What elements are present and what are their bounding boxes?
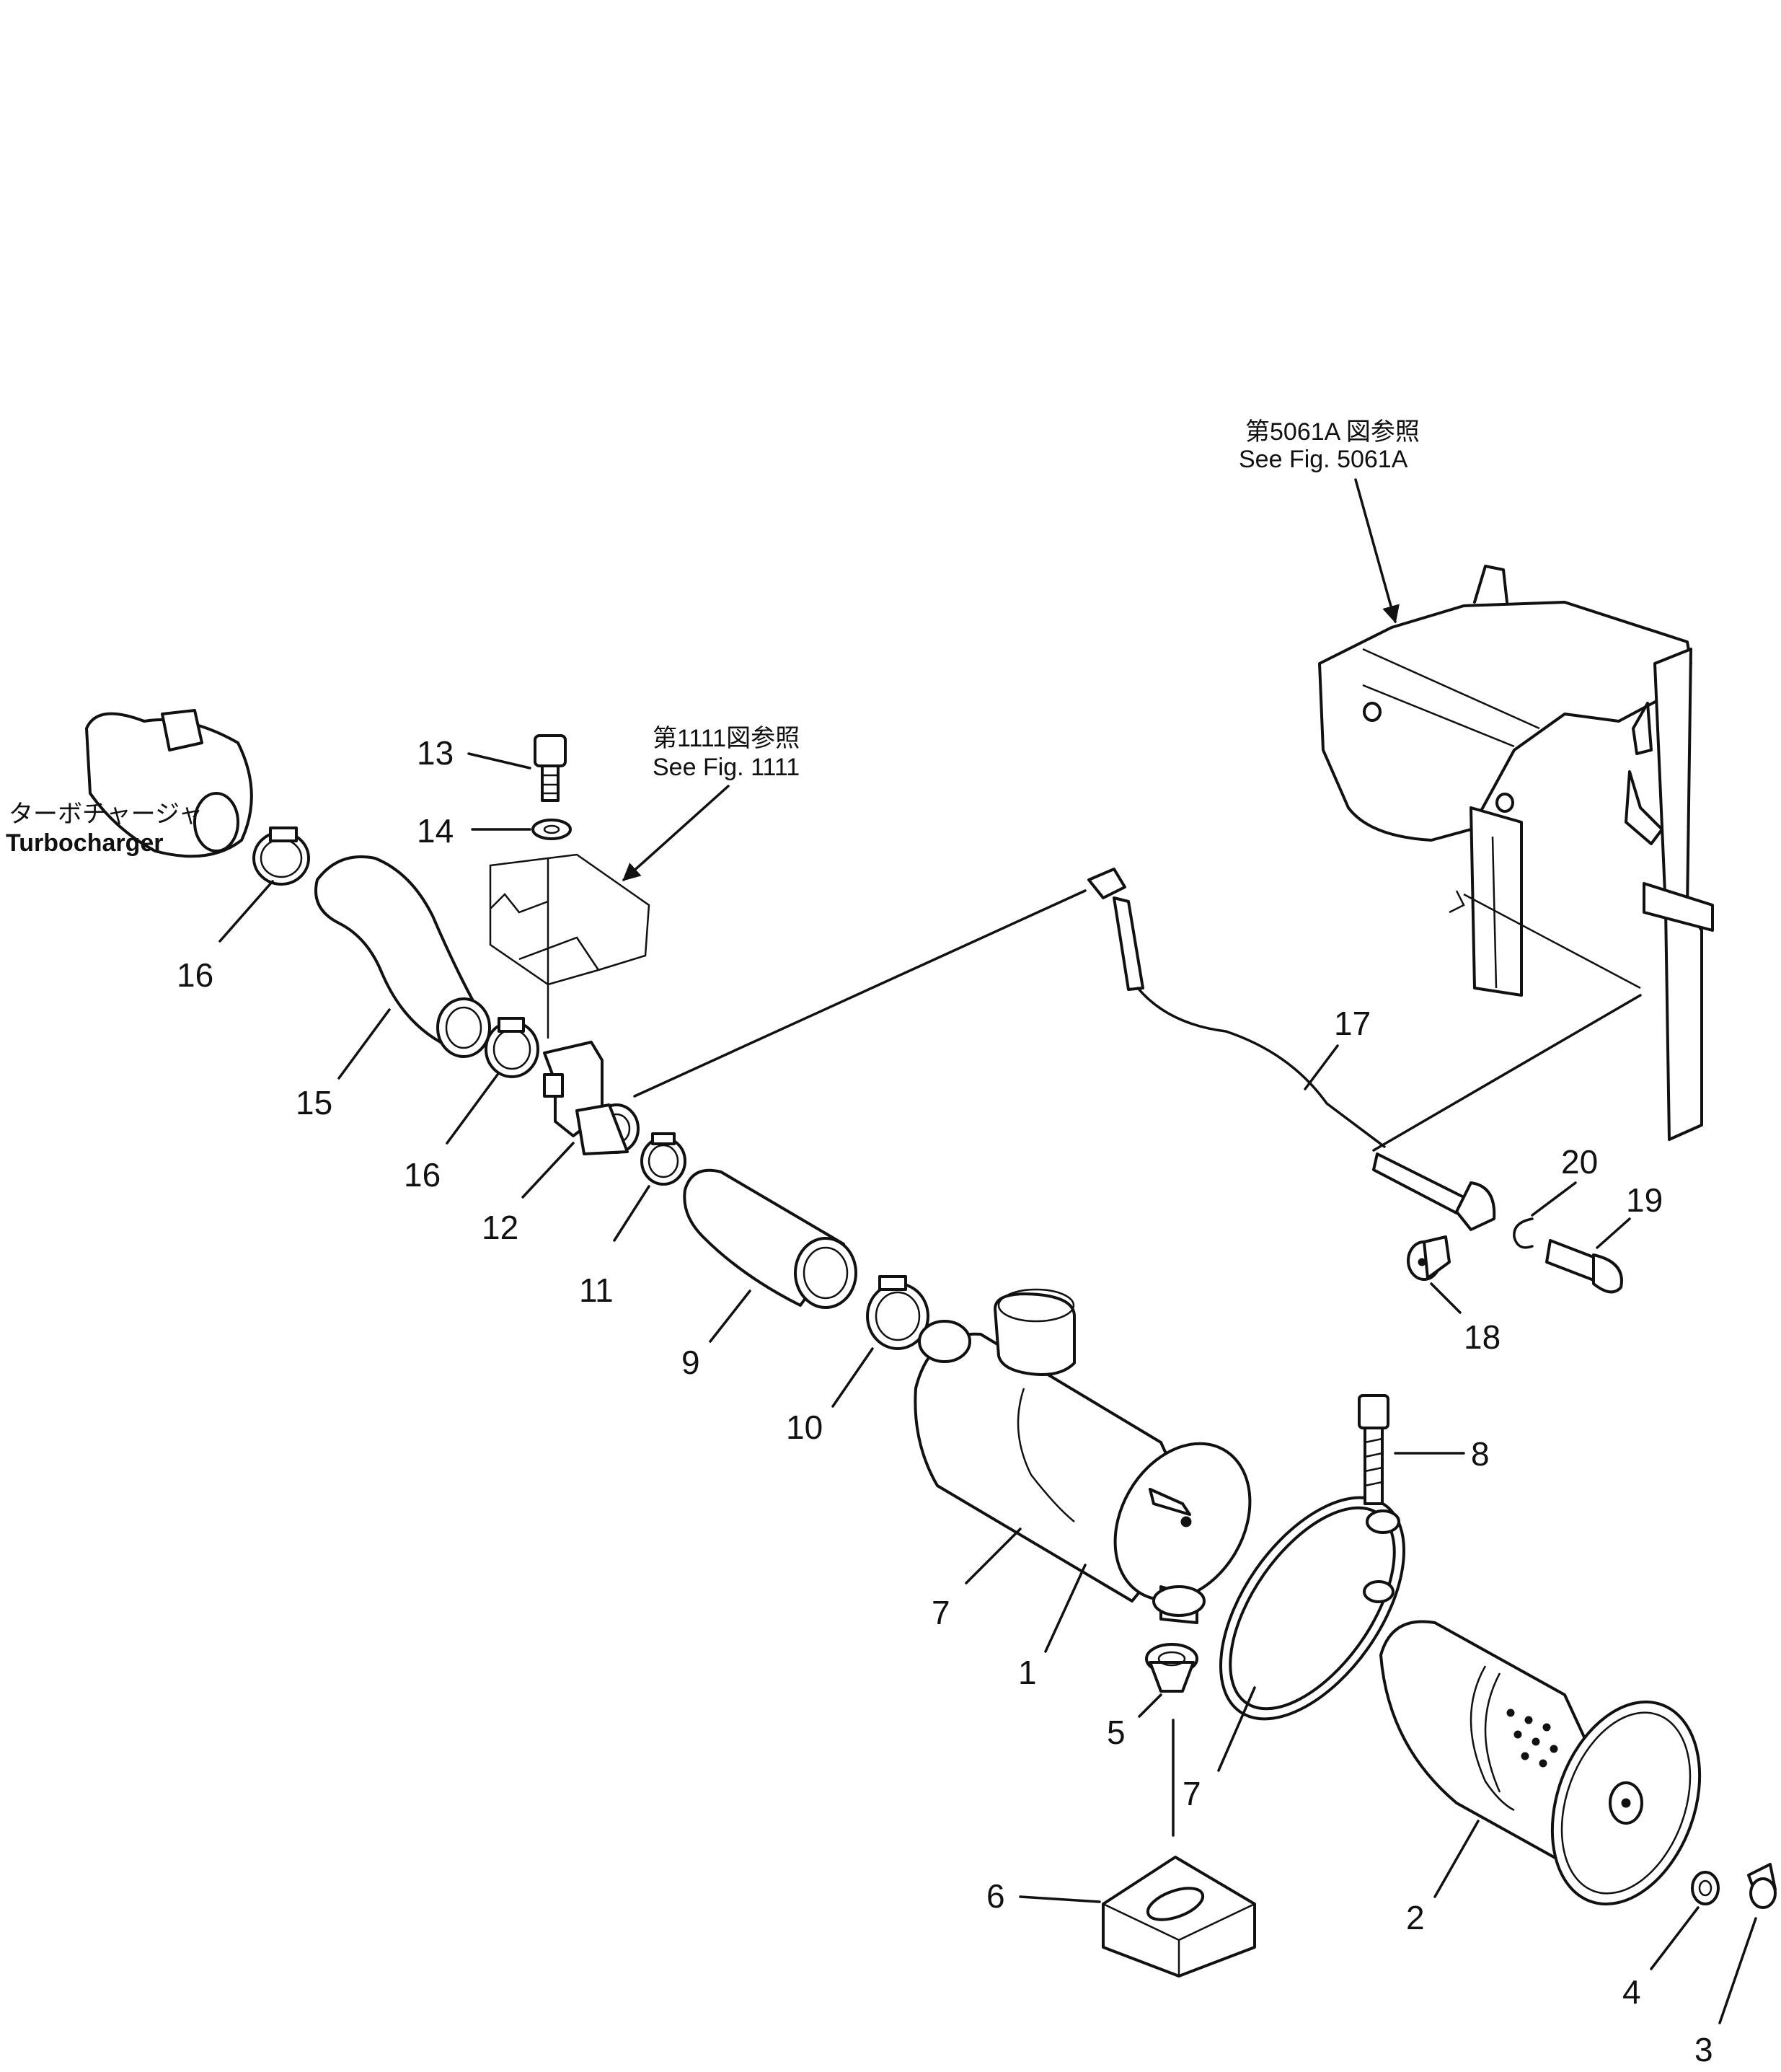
bracket-fig-1111 bbox=[489, 853, 650, 1039]
ref-fig-5061a-en: See Fig. 5061A bbox=[1239, 446, 1408, 473]
part-number-2: 2 bbox=[1406, 1899, 1425, 1936]
leader-4 bbox=[1650, 1906, 1700, 1970]
part-number-13: 13 bbox=[417, 734, 454, 772]
part-number-8: 8 bbox=[1471, 1435, 1490, 1473]
leader-3 bbox=[1718, 1917, 1757, 2024]
indicator-hose-17 bbox=[633, 868, 1642, 1231]
part-number-16b: 16 bbox=[404, 1156, 441, 1194]
washer-14 bbox=[531, 819, 572, 840]
leader-7b bbox=[1217, 1686, 1256, 1772]
ref-fig-1111-en: See Fig. 1111 bbox=[653, 754, 800, 781]
part-number-3: 3 bbox=[1694, 2031, 1713, 2068]
leader-18 bbox=[1430, 1282, 1462, 1314]
leader-19 bbox=[1596, 1217, 1631, 1249]
part-number-7b: 7 bbox=[1183, 1775, 1201, 1812]
leader-9 bbox=[709, 1290, 751, 1343]
adapter-12 bbox=[543, 1041, 640, 1155]
washer-4 bbox=[1691, 1871, 1720, 1905]
leader-11 bbox=[613, 1185, 650, 1242]
clip-20 bbox=[1513, 1217, 1534, 1249]
cap-18 bbox=[1407, 1235, 1451, 1281]
part-number-16a: 16 bbox=[177, 956, 213, 994]
part-number-20: 20 bbox=[1561, 1143, 1598, 1181]
block-6 bbox=[1102, 1856, 1256, 1978]
valve-5 bbox=[1145, 1643, 1198, 1693]
part-number-19: 19 bbox=[1626, 1181, 1663, 1219]
part-number-7a: 7 bbox=[932, 1594, 950, 1631]
leader-7a bbox=[965, 1527, 1022, 1584]
part-number-9: 9 bbox=[681, 1344, 700, 1381]
wing-nut-3 bbox=[1747, 1863, 1777, 1909]
leader-10 bbox=[831, 1347, 874, 1408]
part-number-10: 10 bbox=[786, 1408, 823, 1446]
air-cleaner-body-1 bbox=[914, 1288, 1252, 1624]
leader-16b bbox=[446, 1073, 499, 1145]
part-number-4: 4 bbox=[1622, 1973, 1641, 2011]
part-number-12: 12 bbox=[482, 1209, 518, 1246]
filter-element-2 bbox=[1379, 1620, 1702, 1906]
hose-15 bbox=[314, 855, 491, 1058]
ref-fig-1111-jp: 第1111図参照 bbox=[653, 725, 800, 752]
part-number-11: 11 bbox=[579, 1271, 614, 1309]
turbocharger-label-en: Turbocharger bbox=[6, 829, 164, 857]
leader-20 bbox=[1531, 1181, 1577, 1217]
part-number-5: 5 bbox=[1107, 1714, 1126, 1751]
part-number-18: 18 bbox=[1464, 1318, 1501, 1356]
part-number-1: 1 bbox=[1018, 1654, 1037, 1691]
clamp-10 bbox=[866, 1275, 929, 1350]
clamp-16-upper bbox=[252, 826, 310, 886]
part-number-6: 6 bbox=[986, 1877, 1005, 1915]
turbocharger-drawing bbox=[85, 709, 253, 858]
frame-bracket-fig-5061a bbox=[1318, 565, 1714, 1141]
leader-13 bbox=[467, 752, 531, 770]
band-clamp-7 bbox=[1219, 1496, 1406, 1721]
clamp-16-lower bbox=[485, 1017, 539, 1078]
leader-1 bbox=[1044, 1564, 1087, 1653]
clamp-11 bbox=[640, 1132, 686, 1186]
bolt-19 bbox=[1545, 1239, 1623, 1294]
hose-9 bbox=[683, 1168, 857, 1309]
leader-15 bbox=[337, 1008, 391, 1080]
part-number-15: 15 bbox=[296, 1084, 332, 1121]
bolt-13 bbox=[534, 734, 567, 802]
arrow-fig-1111 bbox=[622, 785, 730, 881]
leader-2 bbox=[1433, 1820, 1480, 1898]
leader-6 bbox=[1019, 1895, 1101, 1903]
leader-5 bbox=[1138, 1693, 1162, 1718]
arrow-fig-5061a bbox=[1354, 478, 1400, 624]
leader-17 bbox=[1304, 1044, 1339, 1090]
leader-16a bbox=[218, 880, 274, 943]
turbocharger-label-jp: ターボチャージャ bbox=[9, 801, 203, 828]
part-number-17: 17 bbox=[1334, 1005, 1371, 1042]
leader-12 bbox=[521, 1142, 575, 1199]
bolt-8 bbox=[1358, 1394, 1389, 1505]
part-number-14: 14 bbox=[417, 812, 454, 850]
ref-fig-5061a-jp: 第5061A 図参照 bbox=[1245, 418, 1420, 446]
